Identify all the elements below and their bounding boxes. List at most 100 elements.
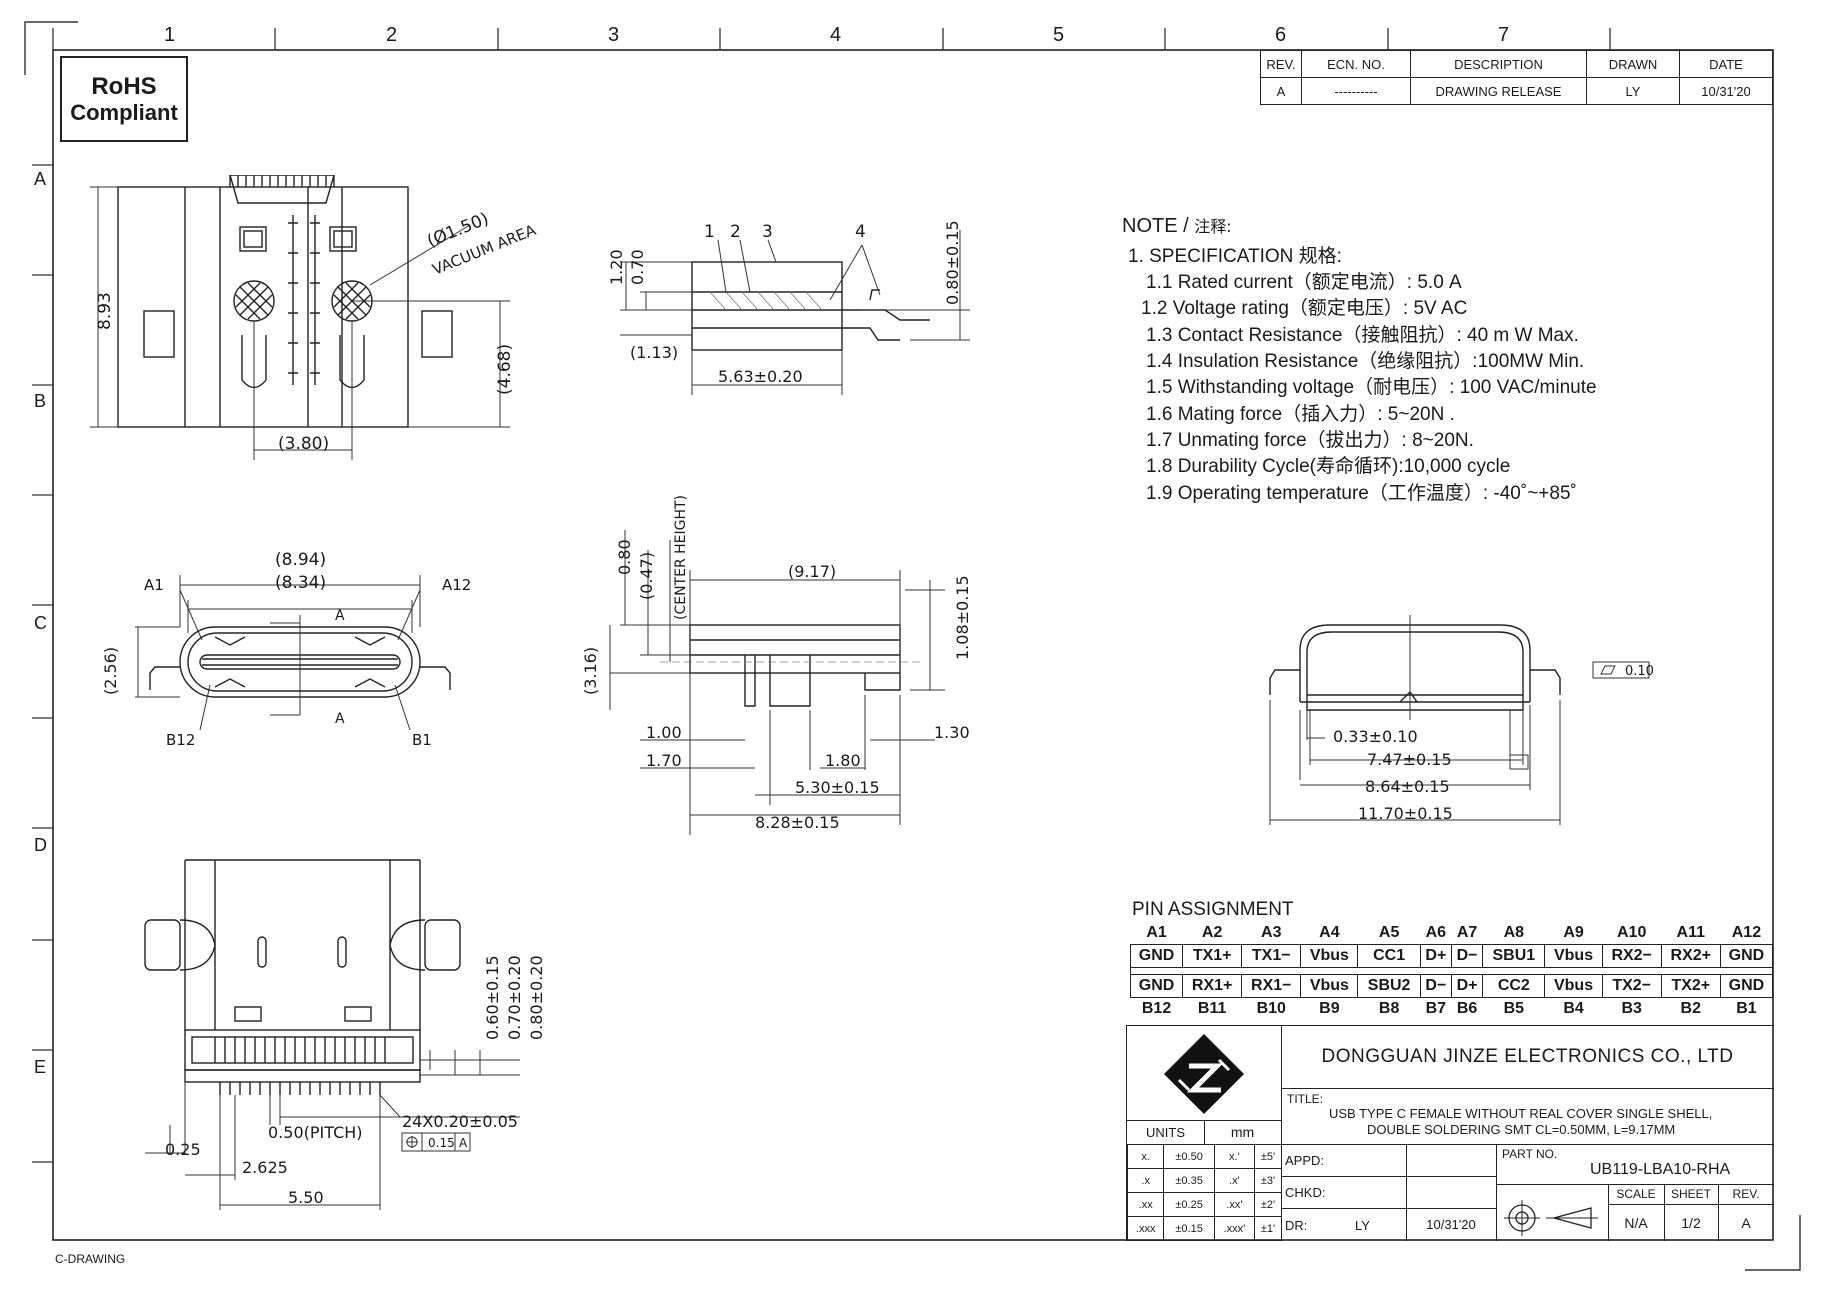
dr-date: 10/31'20 [1406,1208,1497,1241]
dim-0-80: 0.80±0.15 [943,220,962,305]
pin-signal: TX1− [1241,944,1302,968]
table-row: .xxx±0.15.xxx'±1' [1126,1216,1283,1241]
appd-label: APPD: [1285,1153,1325,1168]
tol-val: ±0.25 [1163,1192,1215,1217]
dim-3-80: (3.80) [278,434,329,454]
dim-1-70: 1.70 [646,751,682,770]
title-label: TITLE: [1287,1092,1324,1106]
front-view-drawing: (8.94) (8.34) A1 A12 B12 B1 (2.56) A A [101,550,471,749]
units-label: UNITS [1127,1120,1205,1145]
pin-signal: GND [1129,944,1184,968]
section-a-bottom: A [335,711,345,727]
title-cell: TITLE: USB TYPE C FEMALE WITHOUT REAL CO… [1281,1088,1774,1145]
zone-number-3: 3 [608,24,620,46]
pin-label: A5 [1378,924,1400,941]
sheet-value: 1/2 [1664,1204,1719,1241]
pin-label: A11 [1676,924,1706,941]
dr-name: LY [1355,1218,1370,1233]
dim-8-28: 8.28±0.15 [755,813,840,832]
zone-letter-d: D [34,835,47,855]
pin-signal: RX2− [1601,944,1662,968]
dim-8-64: 8.64±0.15 [1365,777,1450,796]
pin-label: B2 [1680,1000,1701,1017]
dim-7-47: 7.47±0.15 [1367,750,1452,769]
dim-1-00: 1.00 [646,723,682,742]
pin-signal: TX2− [1601,974,1662,998]
table-row: B12 B11 B10 B9 B8 B7 B6 B5 B4 B3 B2 B1 [1131,998,1773,1021]
dim-2-625: 2.625 [242,1158,288,1177]
drawn-value: LY [1586,77,1680,105]
rev-value: A [1260,77,1302,105]
pin-label: B5 [1503,1000,1525,1017]
dim-0-33: 0.33±0.10 [1333,727,1418,746]
label-b12: B12 [166,731,195,749]
dim-0-25: 0.25 [165,1140,201,1159]
spec-item: 1.8 Durability Cycle(寿命循环):10,000 cycle [1146,456,1511,477]
notes-title-cn: 注释: [1194,217,1232,236]
title-block: DONGGUAN JINZE ELECTRONICS CO., LTD TITL… [1126,1025,1774,1241]
dim-1-20: 1.20 [607,249,626,285]
table-row: .x±0.35.x'±3' [1126,1168,1283,1193]
pin-label: A2 [1201,924,1223,941]
dim-1-13: (1.13) [630,343,678,362]
pin-signal: SBU1 [1482,944,1546,968]
zone-number-2: 2 [386,24,398,46]
pin-label: A12 [1731,924,1762,941]
date-header: DATE [1679,50,1773,78]
ecn-header: ECN. NO. [1301,50,1411,78]
zone-number-7: 7 [1498,24,1510,46]
dim-8-93: 8.93 [95,292,115,330]
tol-key: .xxx [1126,1216,1165,1241]
dim-8-34: (8.34) [275,573,326,593]
notes-title: NOTE / [1122,215,1189,237]
pin-label: A9 [1563,924,1584,941]
rev-value: A [1741,1214,1751,1231]
tol-val: ±1' [1253,1216,1283,1241]
dim-5-63: 5.63±0.20 [718,367,803,386]
tol-key: .xxx' [1213,1216,1255,1241]
pin-label: B10 [1256,1000,1286,1017]
rohs-compliant-label: Compliant [70,100,178,126]
tol-key: .xx' [1213,1192,1255,1217]
rohs-label: RoHS [91,72,157,100]
pin-signal: Vbus [1544,974,1603,998]
bottom-view-drawing: 0.60±0.15 0.70±0.20 0.80±0.20 0.50(PITCH… [144,859,546,1210]
sheet-label: SHEET [1664,1184,1719,1205]
pin-signal: TX1+ [1182,944,1243,968]
section-view-drawing: 0.80 (0.47) (CENTER HEIGHT) (9.17) 1.08±… [581,495,972,835]
tol-val: ±0.35 [1163,1168,1215,1193]
spec-item: 1.5 Withstanding voltage（耐电压）: 100 VAC/m… [1146,377,1597,398]
zone-letter-b: B [34,391,47,411]
tol-key: x.' [1213,1144,1255,1169]
flatness-value: 0.10 [1625,664,1654,679]
pin-signal: GND [1129,974,1184,998]
pin-label: A10 [1617,924,1647,941]
zone-number-5: 5 [1053,24,1065,46]
pin-signal: RX2+ [1660,944,1721,968]
spec-item: 1.4 Insulation Resistance（绝缘阻抗）:100MW Mi… [1146,351,1585,372]
label-b1: B1 [412,731,432,749]
drawn-header: DRAWN [1586,50,1680,78]
spec-item: 1.3 Contact Resistance（接触阻抗）: 40 m W Max… [1146,325,1579,346]
pin-signal: Vbus [1544,944,1603,968]
pin-signal: GND [1719,974,1774,998]
pin-signal: RX1+ [1182,974,1243,998]
pin-label: B4 [1563,1000,1584,1017]
position-tolerance: 0.15 [428,1136,455,1150]
pin-label: A7 [1456,924,1478,941]
dim-5-50: 5.50 [288,1188,324,1207]
date-value: 10/31'20 [1679,77,1773,105]
tol-val: ±3' [1253,1168,1283,1193]
description-value: DRAWING RELEASE [1410,77,1587,105]
table-row [1130,967,1773,975]
tol-val: ±0.50 [1163,1144,1215,1169]
dr-cell: DR: LY [1281,1208,1407,1241]
dim-1-08: 1.08±0.15 [953,575,972,660]
pin-signal: GND [1719,944,1774,968]
dim-0-70: 0.70±0.20 [505,955,524,1040]
tol-key: x. [1126,1144,1165,1169]
pin-signal: D+ [1450,974,1484,998]
tol-key: .x [1126,1168,1165,1193]
